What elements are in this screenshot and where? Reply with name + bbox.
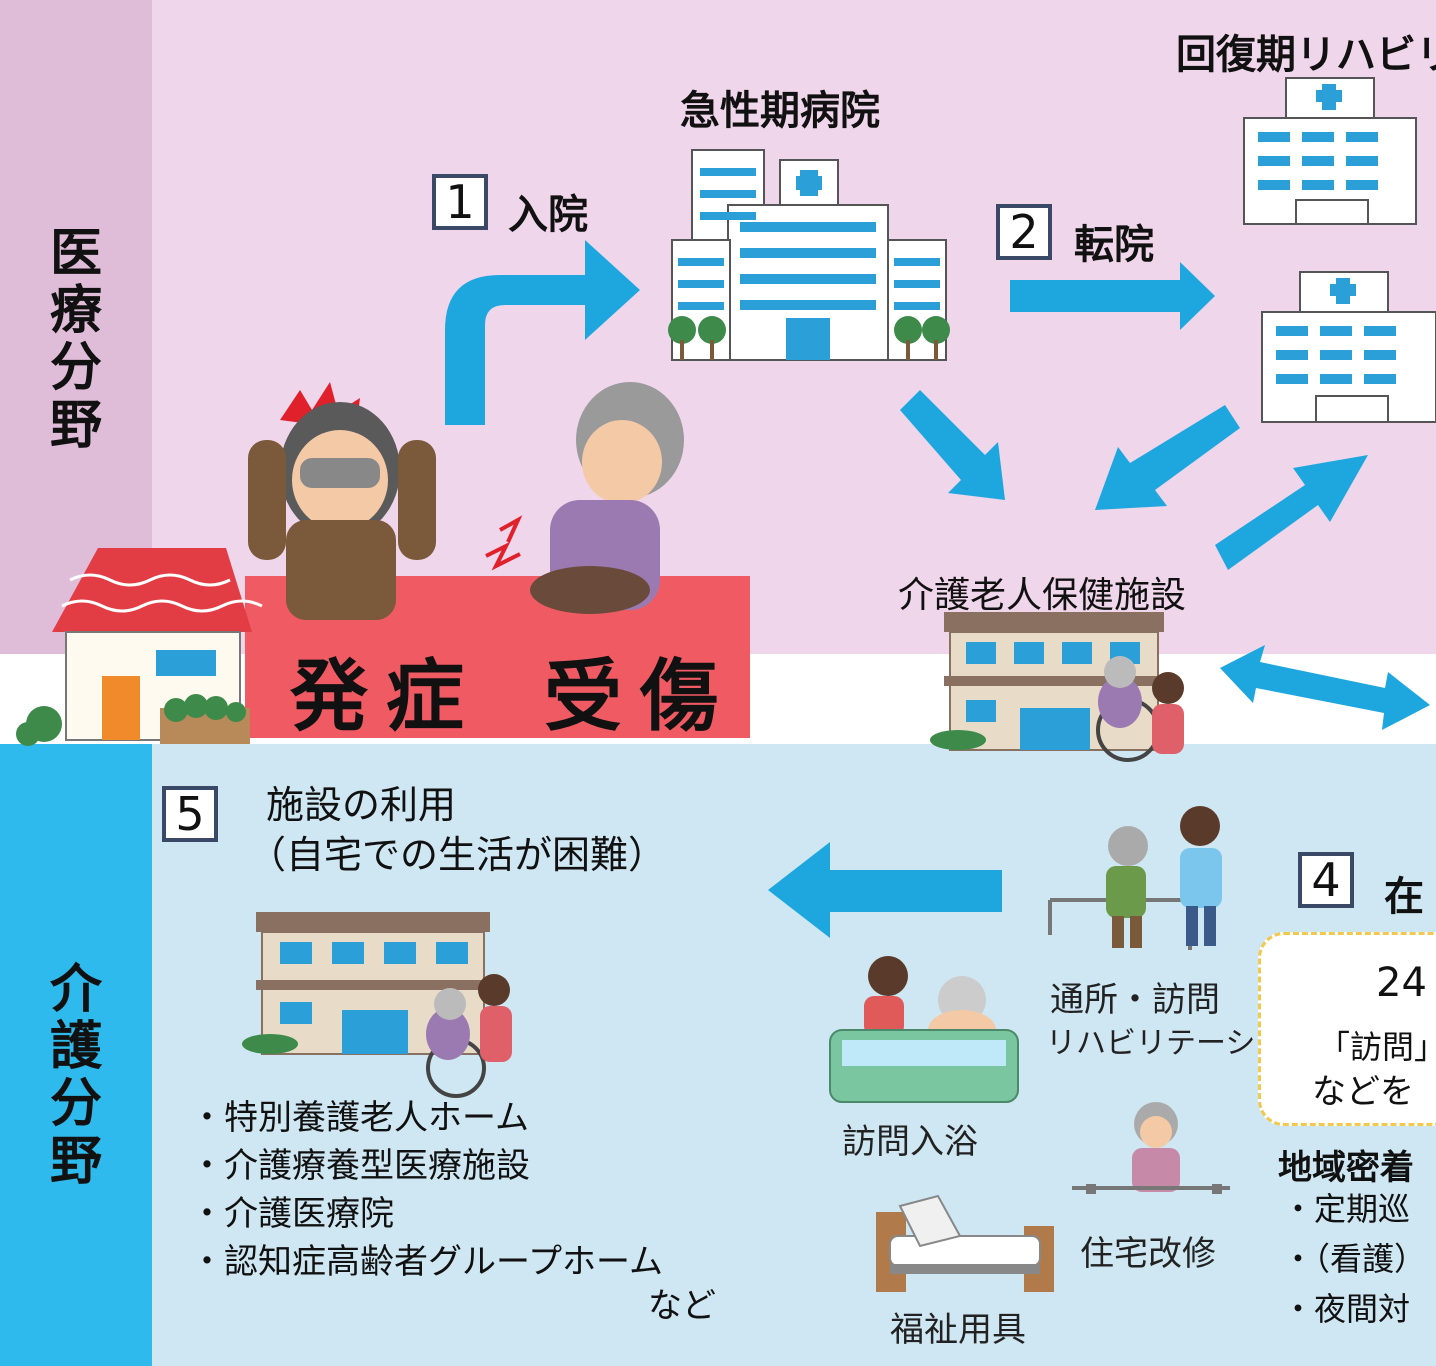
health-facility-label: 介護老人保健施設 [898, 575, 1187, 616]
list-item: ・認知症高齢者グループホーム [190, 1242, 663, 1282]
list-item: ・介護医療院 [190, 1194, 394, 1234]
bath-illustration [829, 956, 1019, 1103]
list-item: ・定期巡 [1282, 1190, 1411, 1228]
care-bed-illustration [876, 1194, 1054, 1292]
step2-label: 転院 [1074, 222, 1154, 268]
arrow-to-facilities [768, 842, 1002, 938]
step5-number: 5 [162, 786, 218, 842]
day-visit-rehab-label-line1: 通所・訪問 [1050, 980, 1220, 1020]
man-headache [248, 382, 436, 620]
welfare-equipment-label: 福祉用具 [890, 1310, 1026, 1350]
step5-title: 施設の利用 [266, 783, 457, 827]
visit-bath-label: 訪問入浴 [842, 1122, 978, 1162]
step4-number: 4 [1298, 852, 1354, 908]
medical-section-text: 医療分野 [49, 224, 102, 456]
elderly-woman-injured [485, 382, 684, 614]
care-area [0, 744, 1436, 1366]
health-facility-building [930, 612, 1184, 762]
service-24h-box [1258, 932, 1436, 1126]
step2-number: 2 [996, 204, 1052, 260]
care-side-bar [0, 744, 152, 1366]
arrow-rehab-to-facility [1095, 405, 1240, 510]
rehab-illustration [1048, 806, 1222, 950]
facility-list: ・特別養護老人ホーム ・介護療養型医療施設 ・介護医療院 ・認知症高齢者グループ… [190, 1094, 663, 1286]
injury-label: 受傷 [544, 652, 737, 742]
acute-hospital-label: 急性期病院 [680, 88, 880, 134]
arrow-transfer [1010, 262, 1215, 330]
recovery-rehab-label: 回復期リハビリ [1176, 32, 1436, 78]
acute-hospital-building [668, 149, 950, 361]
medical-section-label: 医療分野 [0, 224, 152, 456]
medical-side-bar [0, 0, 152, 654]
rehab-hospital-bottom [1261, 271, 1436, 423]
list-item: ・特別養護老人ホーム [190, 1098, 529, 1138]
arrow-facility-to-rehab [1215, 455, 1368, 570]
renovation-illustration [1072, 1102, 1230, 1194]
box24-number: 24 [1376, 960, 1427, 1006]
care-section-text: 介護分野 [49, 960, 102, 1192]
step4-label: 在 [1384, 874, 1424, 920]
step1-number: 1 [432, 174, 488, 230]
facility-list-etc: など [648, 1286, 716, 1326]
home-renovation-label: 住宅改修 [1080, 1234, 1216, 1274]
list-item: ・介護療養型医療施設 [190, 1146, 530, 1186]
list-item: ・夜間対 [1282, 1290, 1411, 1328]
list-item: ・（看護） [1282, 1240, 1427, 1278]
facility-building-care [242, 912, 512, 1098]
rehab-hospital-top [1243, 77, 1417, 225]
home-house [16, 548, 263, 746]
arrow-facility-home [1220, 645, 1430, 730]
arrow-admission [445, 240, 640, 425]
arrow-acute-to-facility [900, 390, 1005, 500]
onset-label: 発症 [290, 652, 483, 742]
box24-line2: などを [1312, 1072, 1414, 1112]
box24-line1: 「訪問」 [1318, 1028, 1436, 1066]
community-title: 地域密着 [1278, 1148, 1414, 1188]
step5-subtitle: （自宅での生活が困難） [248, 833, 667, 877]
care-section-label: 介護分野 [0, 960, 152, 1192]
community-list: ・定期巡 ・（看護） ・夜間対 [1282, 1184, 1426, 1334]
step1-label: 入院 [508, 192, 588, 238]
